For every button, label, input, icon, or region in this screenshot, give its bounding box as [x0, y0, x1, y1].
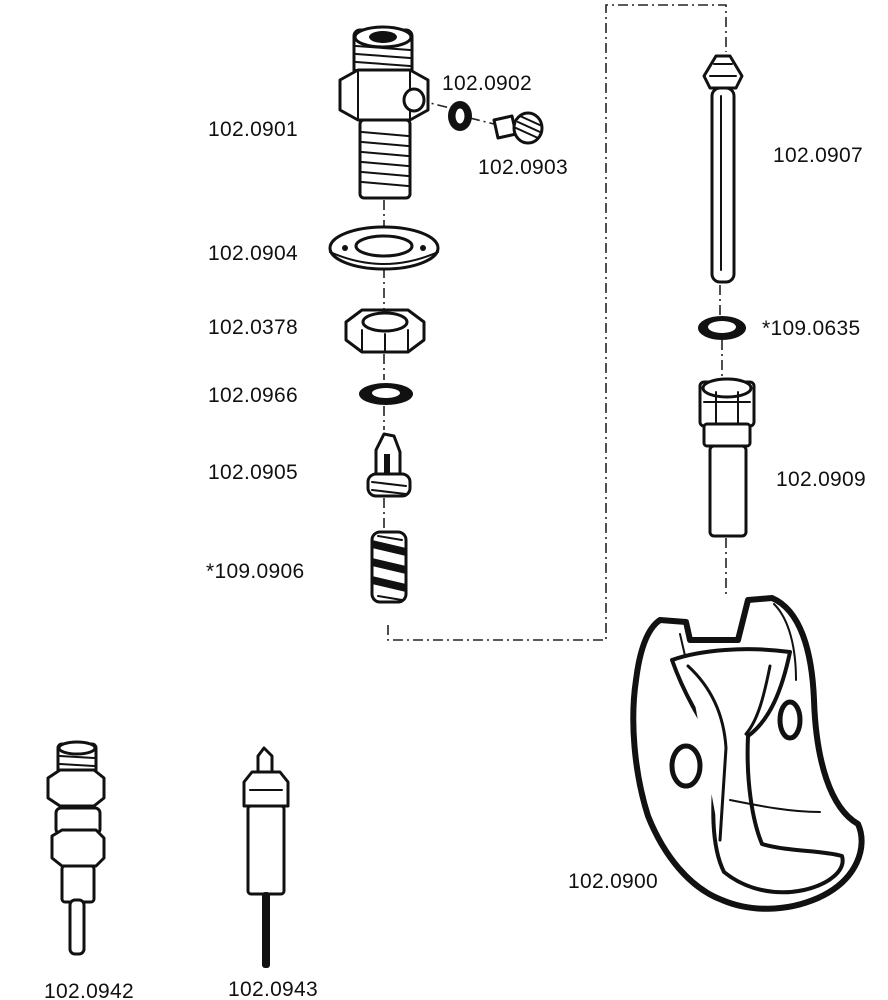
part-102-0902 [448, 101, 472, 131]
label-109-0906: *109.0906 [206, 560, 304, 583]
label-102-0900: 102.0900 [568, 870, 658, 893]
label-102-0943: 102.0943 [228, 978, 318, 1000]
label-102-0902: 102.0902 [442, 72, 532, 95]
part-102-0378 [344, 308, 426, 354]
label-102-0378: 102.0378 [208, 316, 298, 339]
part-labels: 102.0901 102.0902 102.0903 102.0904 102.… [44, 72, 866, 1000]
part-102-0966 [359, 383, 413, 405]
part-102-0905 [366, 432, 412, 498]
part-109-0906 [370, 530, 408, 604]
label-102-0909: 102.0909 [776, 468, 866, 491]
label-102-0901: 102.0901 [208, 118, 298, 141]
part-102-0942 [46, 740, 106, 956]
part-102-0903 [492, 111, 544, 145]
label-109-0635: *109.0635 [762, 317, 860, 340]
assembly-lines [383, 4, 727, 641]
label-102-0942: 102.0942 [44, 980, 134, 1000]
part-102-0900 [630, 595, 865, 912]
label-102-0904: 102.0904 [208, 242, 298, 265]
part-102-0909 [698, 377, 756, 538]
label-102-0905: 102.0905 [208, 461, 298, 484]
label-102-0966: 102.0966 [208, 384, 298, 407]
part-102-0907 [702, 54, 744, 284]
label-102-0903: 102.0903 [478, 156, 568, 179]
part-102-0901 [338, 25, 430, 200]
label-102-0907: 102.0907 [773, 144, 863, 167]
part-102-0904 [328, 225, 440, 271]
part-102-0943 [242, 746, 290, 968]
part-109-0635 [698, 316, 746, 340]
